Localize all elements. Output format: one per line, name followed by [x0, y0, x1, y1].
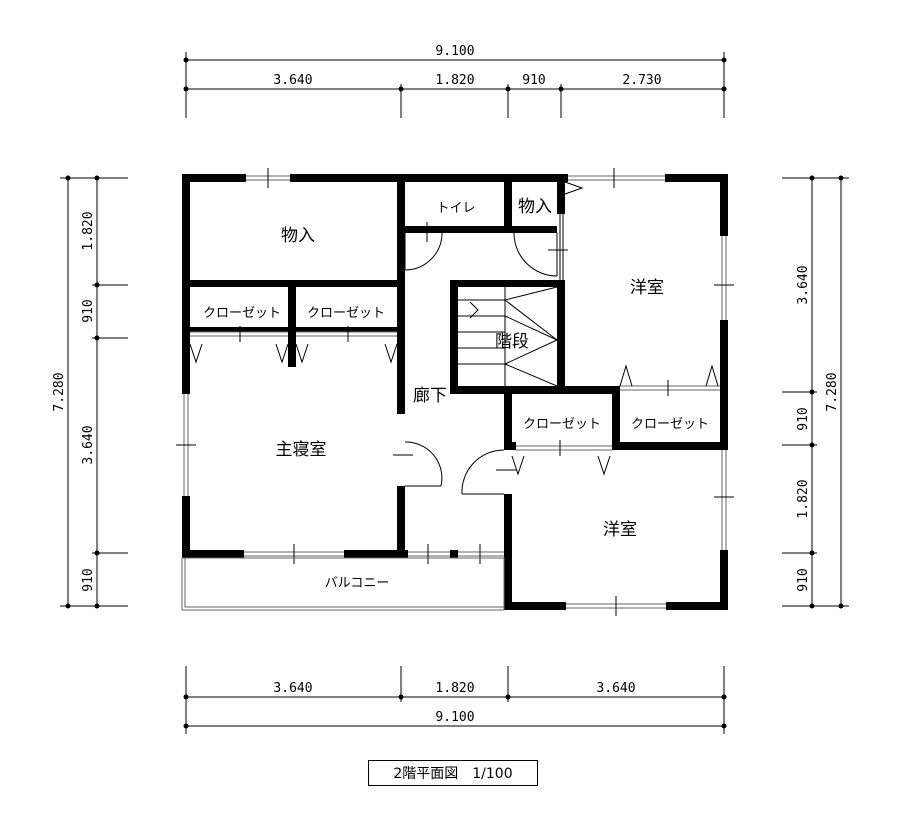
left-dim-3: 3.640	[81, 425, 96, 464]
bottom-total-dim: 9.100	[435, 710, 474, 725]
left-dim-4: 910	[81, 568, 96, 591]
room-label-stairs: 階段	[495, 332, 529, 352]
windows	[176, 168, 734, 616]
top-dimensions: 9.100 3.640 1.820 910 2.730	[183, 44, 727, 118]
right-dim-2: 910	[796, 407, 811, 430]
room-label-closet-1: クローゼット	[203, 306, 281, 321]
closet-doors	[189, 326, 720, 476]
doors	[393, 181, 584, 495]
room-label-western-bottom: 洋室	[603, 520, 637, 540]
room-label-storage-left: 物入	[281, 226, 315, 246]
walls	[182, 174, 728, 610]
balcony-outline	[181, 557, 505, 611]
top-dim-1: 3.640	[273, 73, 312, 88]
left-total-dim: 7.280	[52, 372, 67, 411]
room-labels: 物入 トイレ 物入 洋室 クローゼット クローゼット 階段 廊下 主寝室 クロー…	[203, 197, 709, 591]
room-label-balcony: バルコニー	[325, 576, 390, 591]
room-label-closet-4: クローゼット	[631, 417, 709, 432]
room-label-closet-2: クローゼット	[307, 306, 385, 321]
room-label-hallway: 廊下	[413, 386, 447, 406]
bottom-dim-1: 3.640	[273, 681, 312, 696]
left-dim-2: 910	[81, 299, 96, 322]
bottom-dim-2: 1.820	[435, 681, 474, 696]
top-dim-4: 2.730	[622, 73, 661, 88]
room-label-western-top: 洋室	[630, 278, 664, 298]
right-dimensions: 3.640 910 1.820 910 7.280	[782, 175, 849, 609]
top-dim-2: 1.820	[435, 73, 474, 88]
right-dim-1: 3.640	[796, 265, 811, 304]
bottom-dimensions: 3.640 1.820 3.640 9.100	[183, 666, 727, 734]
right-dim-4: 910	[796, 568, 811, 591]
right-dim-3: 1.820	[796, 479, 811, 518]
drawing-title: 2階平面図 1/100	[368, 760, 538, 786]
room-label-toilet: トイレ	[436, 201, 475, 216]
left-dim-1: 1.820	[81, 211, 96, 250]
top-total-dim: 9.100	[435, 44, 474, 59]
room-label-closet-3: クローゼット	[523, 417, 601, 432]
stairs-drawing	[458, 286, 558, 387]
top-dim-3: 910	[522, 73, 545, 88]
room-label-master-bedroom: 主寝室	[276, 439, 327, 460]
left-dimensions: 7.280 1.820 910 3.640 910	[52, 175, 128, 609]
right-total-dim: 7.280	[825, 372, 840, 411]
room-label-storage-small: 物入	[518, 197, 552, 217]
bottom-dim-3: 3.640	[596, 681, 635, 696]
